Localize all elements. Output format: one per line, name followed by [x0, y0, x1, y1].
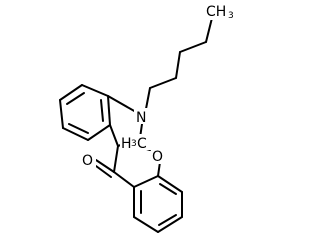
methyl-subscript: 3 [228, 11, 234, 21]
bond-r2-r3 [157, 175, 183, 193]
bond-c3-carbonyl [113, 145, 119, 173]
bond-b1-n [107, 95, 137, 113]
bond-b6-b1 [107, 95, 111, 126]
bond-b1-b2 [81, 84, 109, 97]
nitrogen-label: N [136, 110, 146, 126]
carbonyl-oxygen-label: O [82, 153, 93, 169]
indole-benzene-ring [59, 84, 111, 141]
bond-ring-o [157, 161, 161, 177]
bond-b2-b3 [59, 84, 83, 101]
bond-r5-r6 [133, 216, 159, 233]
bond-carbonyl-aryl [113, 171, 135, 188]
bond-r4-r5 [157, 216, 183, 233]
bond-c2-c3 [175, 51, 181, 79]
carbonyl-group [95, 145, 135, 188]
bond-c3-b6 [109, 124, 119, 147]
chemical-structure-diagram: CH 3 N H 3 C O O [59, 0, 236, 233]
bond-b5-b6 [87, 124, 111, 141]
bond-r1-r2 [133, 175, 159, 188]
bond-b4-b5-inner [68, 123, 89, 134]
bond-carbonyl-o-1 [95, 159, 115, 173]
bond-b3-b4 [59, 99, 64, 129]
bond-carbonyl-o-2 [95, 165, 112, 178]
pentyl-chain [144, 17, 213, 115]
methoxy-methyl-label: H [121, 136, 132, 152]
methoxyphenyl-ring [133, 175, 183, 233]
methoxy-methyl-suffix: C [137, 136, 147, 152]
methyl-label: CH [206, 4, 226, 20]
bond-b6-b1-inner [100, 99, 104, 122]
bond-b4-b5 [62, 127, 89, 141]
ether-oxygen-label: O [152, 149, 163, 165]
bond-r2-r3-inner [159, 183, 177, 195]
bond-c4-c5 [205, 17, 213, 43]
methoxy-methyl-subscript: 3 [131, 139, 137, 149]
bond-r4-r5-inner [158, 214, 177, 226]
bond-c1-c2 [149, 77, 177, 89]
bond-b2-b3-inner [66, 92, 85, 105]
bond-c3-c4 [179, 41, 207, 53]
atom-labels: CH 3 N H 3 C O O [80, 0, 236, 169]
